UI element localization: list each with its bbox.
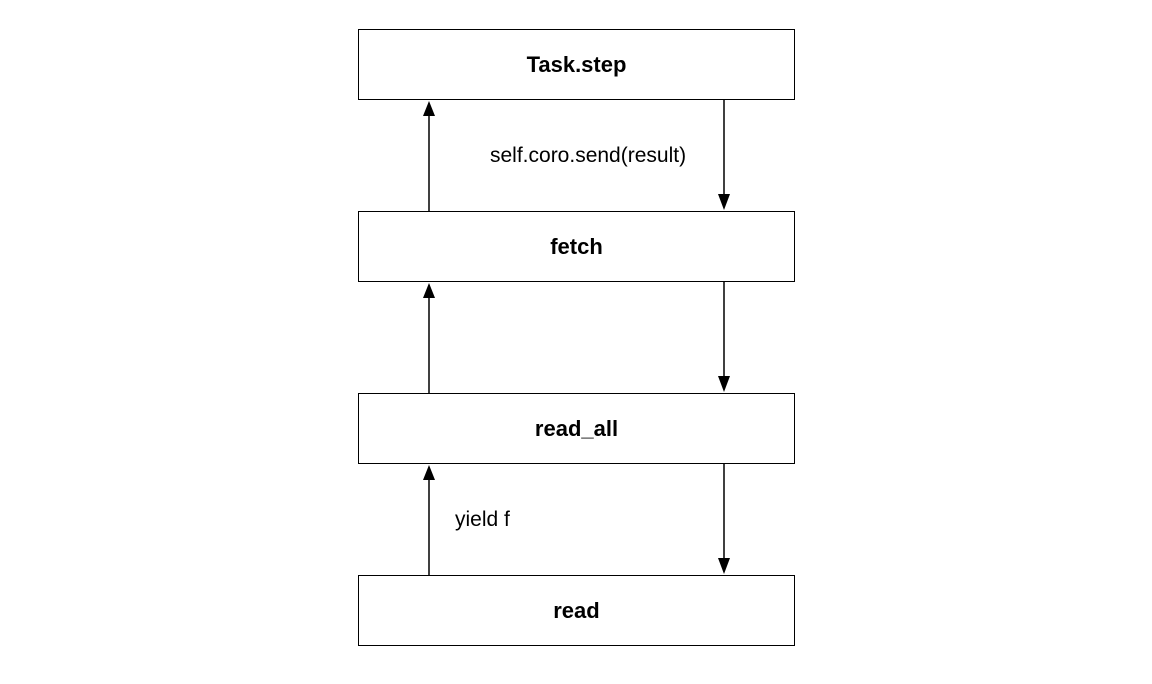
- arrowhead-readall-to-fetch: [423, 283, 435, 298]
- node-fetch-label: fetch: [550, 233, 603, 259]
- arrowhead-fetch-to-task: [423, 101, 435, 116]
- node-read-all: read_all: [358, 393, 795, 464]
- edge-label-send: self.coro.send(result): [490, 144, 687, 167]
- node-task-step: Task.step: [358, 29, 795, 100]
- node-fetch: fetch: [358, 211, 795, 282]
- node-read-all-label: read_all: [534, 415, 619, 441]
- arrowhead-read-to-readall: [423, 465, 435, 480]
- arrowhead-fetch-to-readall: [718, 376, 730, 392]
- node-read: read: [358, 575, 795, 646]
- node-task-step-label: Task.step: [526, 51, 627, 77]
- arrowhead-readall-to-read: [718, 558, 730, 574]
- node-read-label: read: [553, 597, 600, 623]
- arrowhead-task-to-fetch: [718, 194, 730, 210]
- edge-label-yield: yield f: [455, 508, 510, 531]
